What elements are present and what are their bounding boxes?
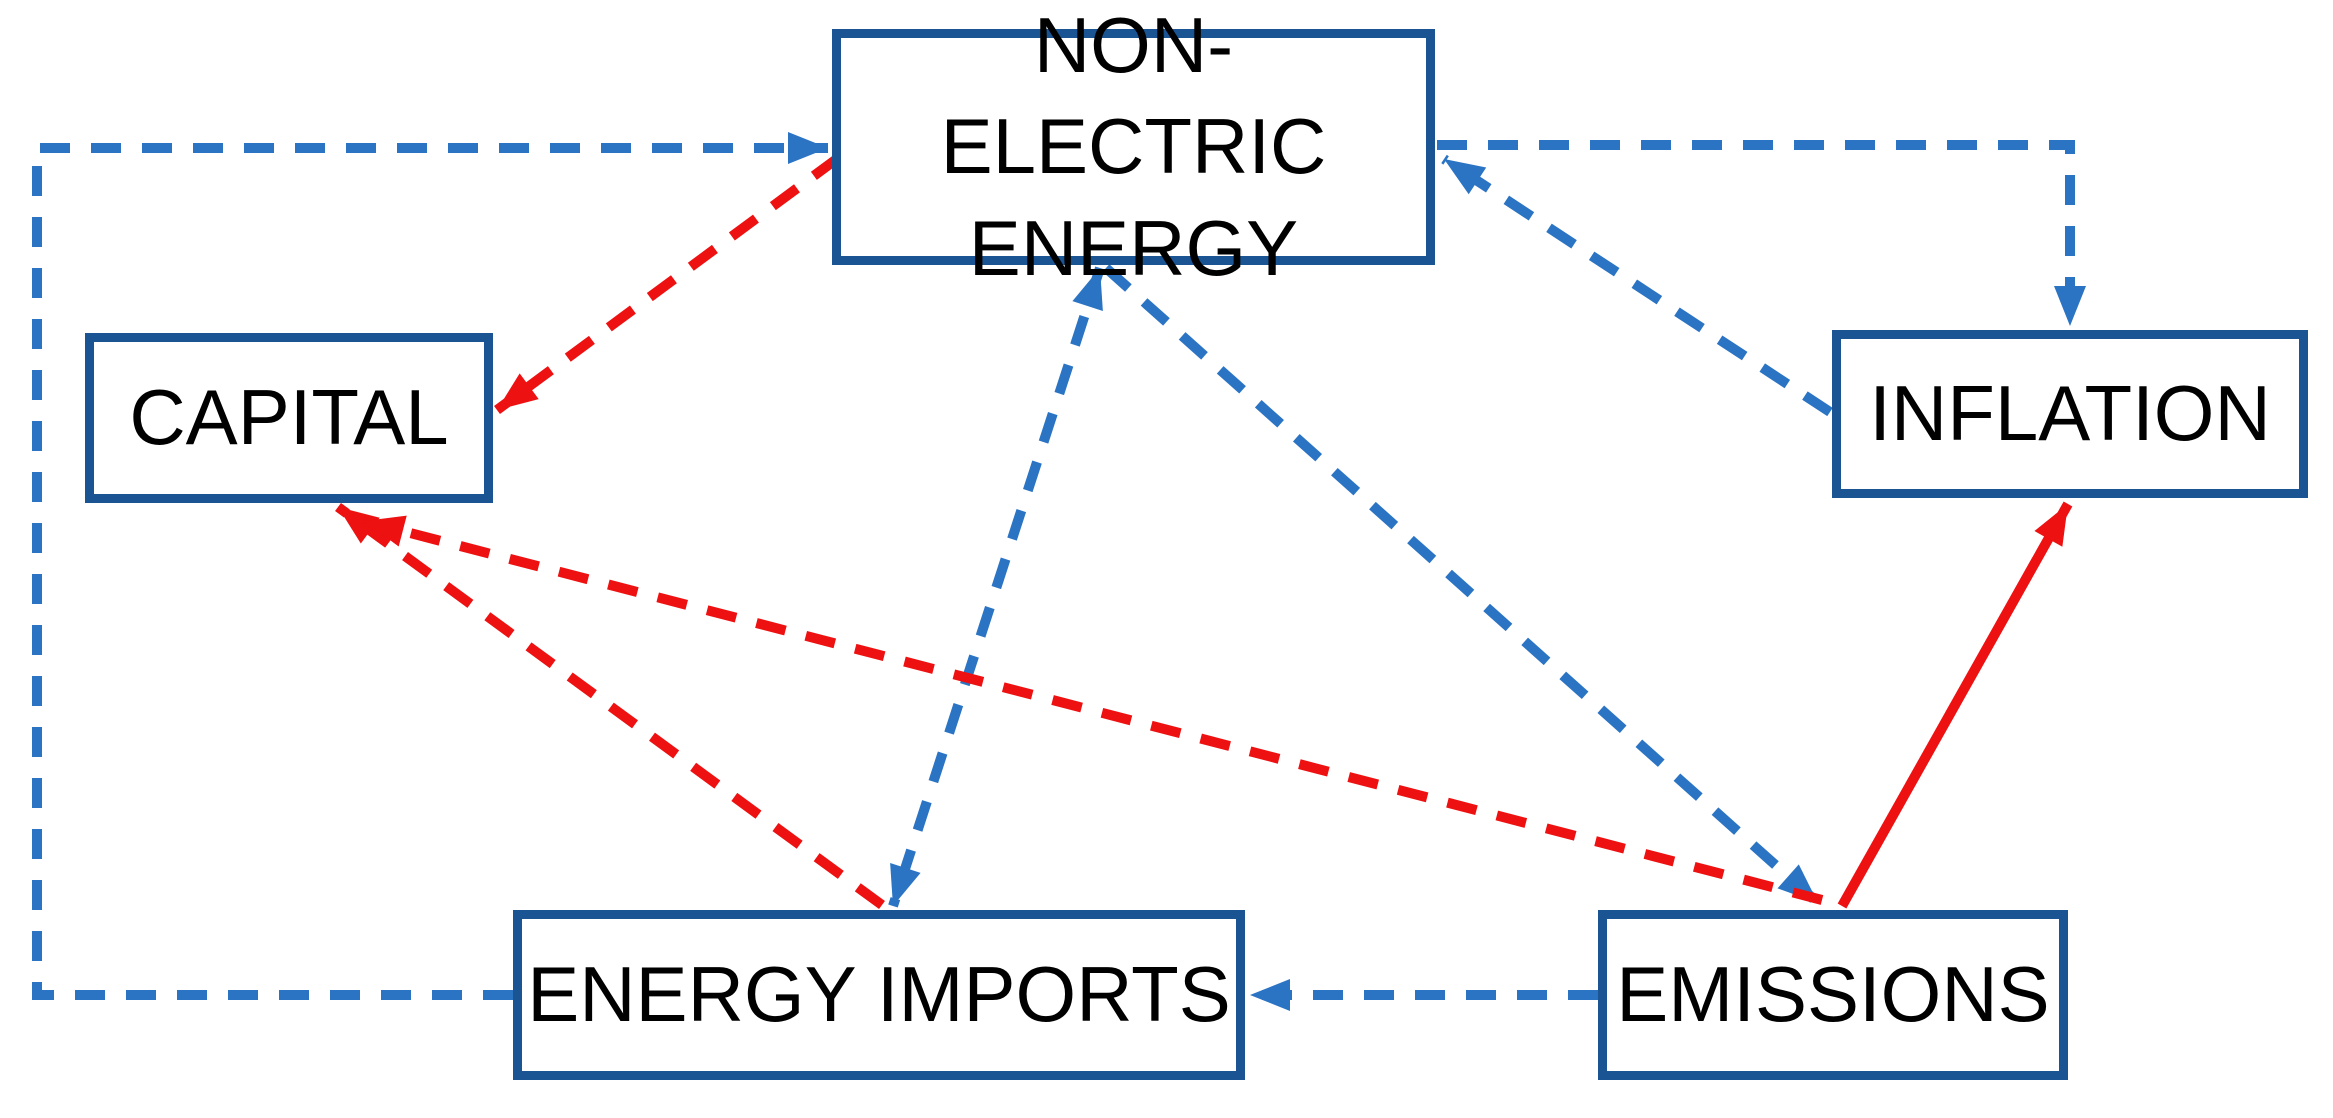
node-label-inflation: INFLATION — [1869, 369, 2271, 458]
edge-non-electric-energy-to-emissions — [1102, 264, 1822, 907]
node-label-non-electric-energy: NON-ELECTRIC ENERGY — [940, 0, 1327, 292]
edge-energy-imports-to-capital — [335, 502, 885, 910]
node-emissions: EMISSIONS — [1598, 910, 2068, 1080]
node-non-electric-energy: NON-ELECTRIC ENERGY — [832, 1, 1435, 292]
edge-inflation-to-non-electric-energy — [1441, 154, 1833, 417]
node-label-emissions: EMISSIONS — [1616, 950, 2050, 1039]
node-energy-imports: ENERGY IMPORTS — [513, 910, 1245, 1080]
edge-non-electric-energy-energy-imports-bidirectional — [888, 266, 1105, 908]
node-label-capital: CAPITAL — [129, 373, 449, 462]
node-label-energy-imports: ENERGY IMPORTS — [527, 950, 1231, 1039]
edge-energy-imports-to-non-electric-energy-left-loop — [32, 132, 828, 1000]
node-capital: CAPITAL — [85, 333, 493, 503]
edge-emissions-to-inflation — [1837, 501, 2073, 909]
edge-non-electric-energy-to-inflation-top-elbow — [1437, 140, 2086, 326]
edge-non-electric-energy-to-capital — [494, 153, 841, 415]
node-inflation: INFLATION — [1832, 330, 2308, 498]
